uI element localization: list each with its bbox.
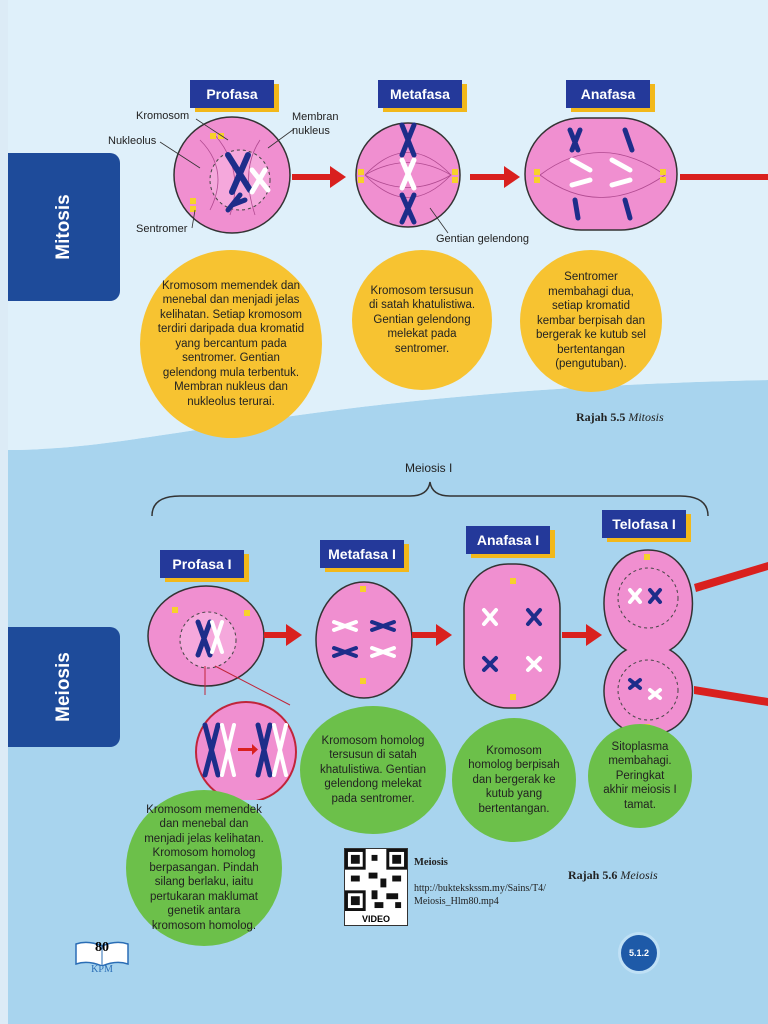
mitosis-diagram (159, 116, 768, 234)
mitosis-profasa-description: Kromosom memendek dan menebal dan menjad… (140, 250, 322, 438)
profasa-i-cell (147, 585, 265, 687)
mitosis-arrows (292, 166, 768, 188)
qr-code-icon (345, 849, 407, 911)
publisher-label: KPM (91, 964, 113, 975)
stage-label-profasa-i: Profasa I (160, 550, 244, 578)
mitosis-metafasa-description: Kromosom tersusun di satah khatulistiwa.… (352, 250, 492, 390)
mitosis-anafasa-description: Sentromer membahagi dua, setiap kromatid… (520, 250, 662, 392)
meiosis-i-brace (151, 481, 709, 517)
anafasa-i-cell (463, 563, 561, 709)
stage-label-telofasa-i: Telofasa I (602, 510, 686, 538)
mitosis-tab: Mitosis (8, 153, 120, 301)
metafasa-i-cell (315, 581, 413, 699)
standard-badge: 5.1.2 (618, 932, 660, 974)
page-number-badge: 80 KPM (74, 938, 130, 978)
qr-video-label: VIDEO (361, 914, 390, 924)
label-kromosom: Kromosom (136, 110, 190, 122)
stage-label-metafasa-i: Metafasa I (320, 540, 404, 568)
crossing-over-zoom (195, 665, 297, 800)
meiosis-telofasa-i-description: Sitoplasma membahagi. Peringkat akhir me… (588, 724, 692, 828)
label-nukleolus: Nukleolus (108, 135, 157, 147)
meiosis-tab: Meiosis (8, 627, 120, 747)
meiosis-anafasa-i-description: Kromosom homolog berpisah dan bergerak k… (452, 718, 576, 842)
qr-link[interactable]: http://buktekskssm.my/Sains/T4/Meiosis_H… (414, 883, 546, 907)
meiosis-profasa-i-description: Kromosom memendek dan menebal dan menjad… (126, 790, 282, 946)
profasa-cell (173, 116, 291, 234)
label-sentromer: Sentromer (136, 223, 188, 235)
label-membran-nukleus: Membran nukleus (292, 111, 339, 137)
open-book-icon (75, 941, 129, 967)
meiosis-metafasa-i-description: Kromosom homolog tersusun di satah khatu… (300, 706, 446, 834)
metafasa-cell (355, 122, 461, 228)
label-gentian-gelendong: Gentian gelendong (436, 233, 529, 245)
telofasa-i-cell (603, 549, 694, 736)
brace-label-meiosis-i: Meiosis I (405, 461, 453, 475)
mitosis-caption: Rajah 5.5 Mitosis (576, 410, 664, 424)
meiosis-diagram (147, 549, 768, 800)
qr-title: Meiosis (414, 857, 448, 868)
meiosis-caption: Rajah 5.6 Meiosis (568, 868, 658, 882)
stage-label-anafasa-i: Anafasa I (466, 526, 550, 554)
stage-label-profasa: Profasa (190, 80, 274, 108)
anafasa-cell (524, 117, 678, 231)
stage-label-metafasa: Metafasa (378, 80, 462, 108)
meiosis-arrows (264, 562, 768, 706)
stage-label-anafasa: Anafasa (566, 80, 650, 108)
page-number: 80 (95, 940, 109, 955)
qr-code[interactable]: VIDEO (344, 848, 408, 926)
